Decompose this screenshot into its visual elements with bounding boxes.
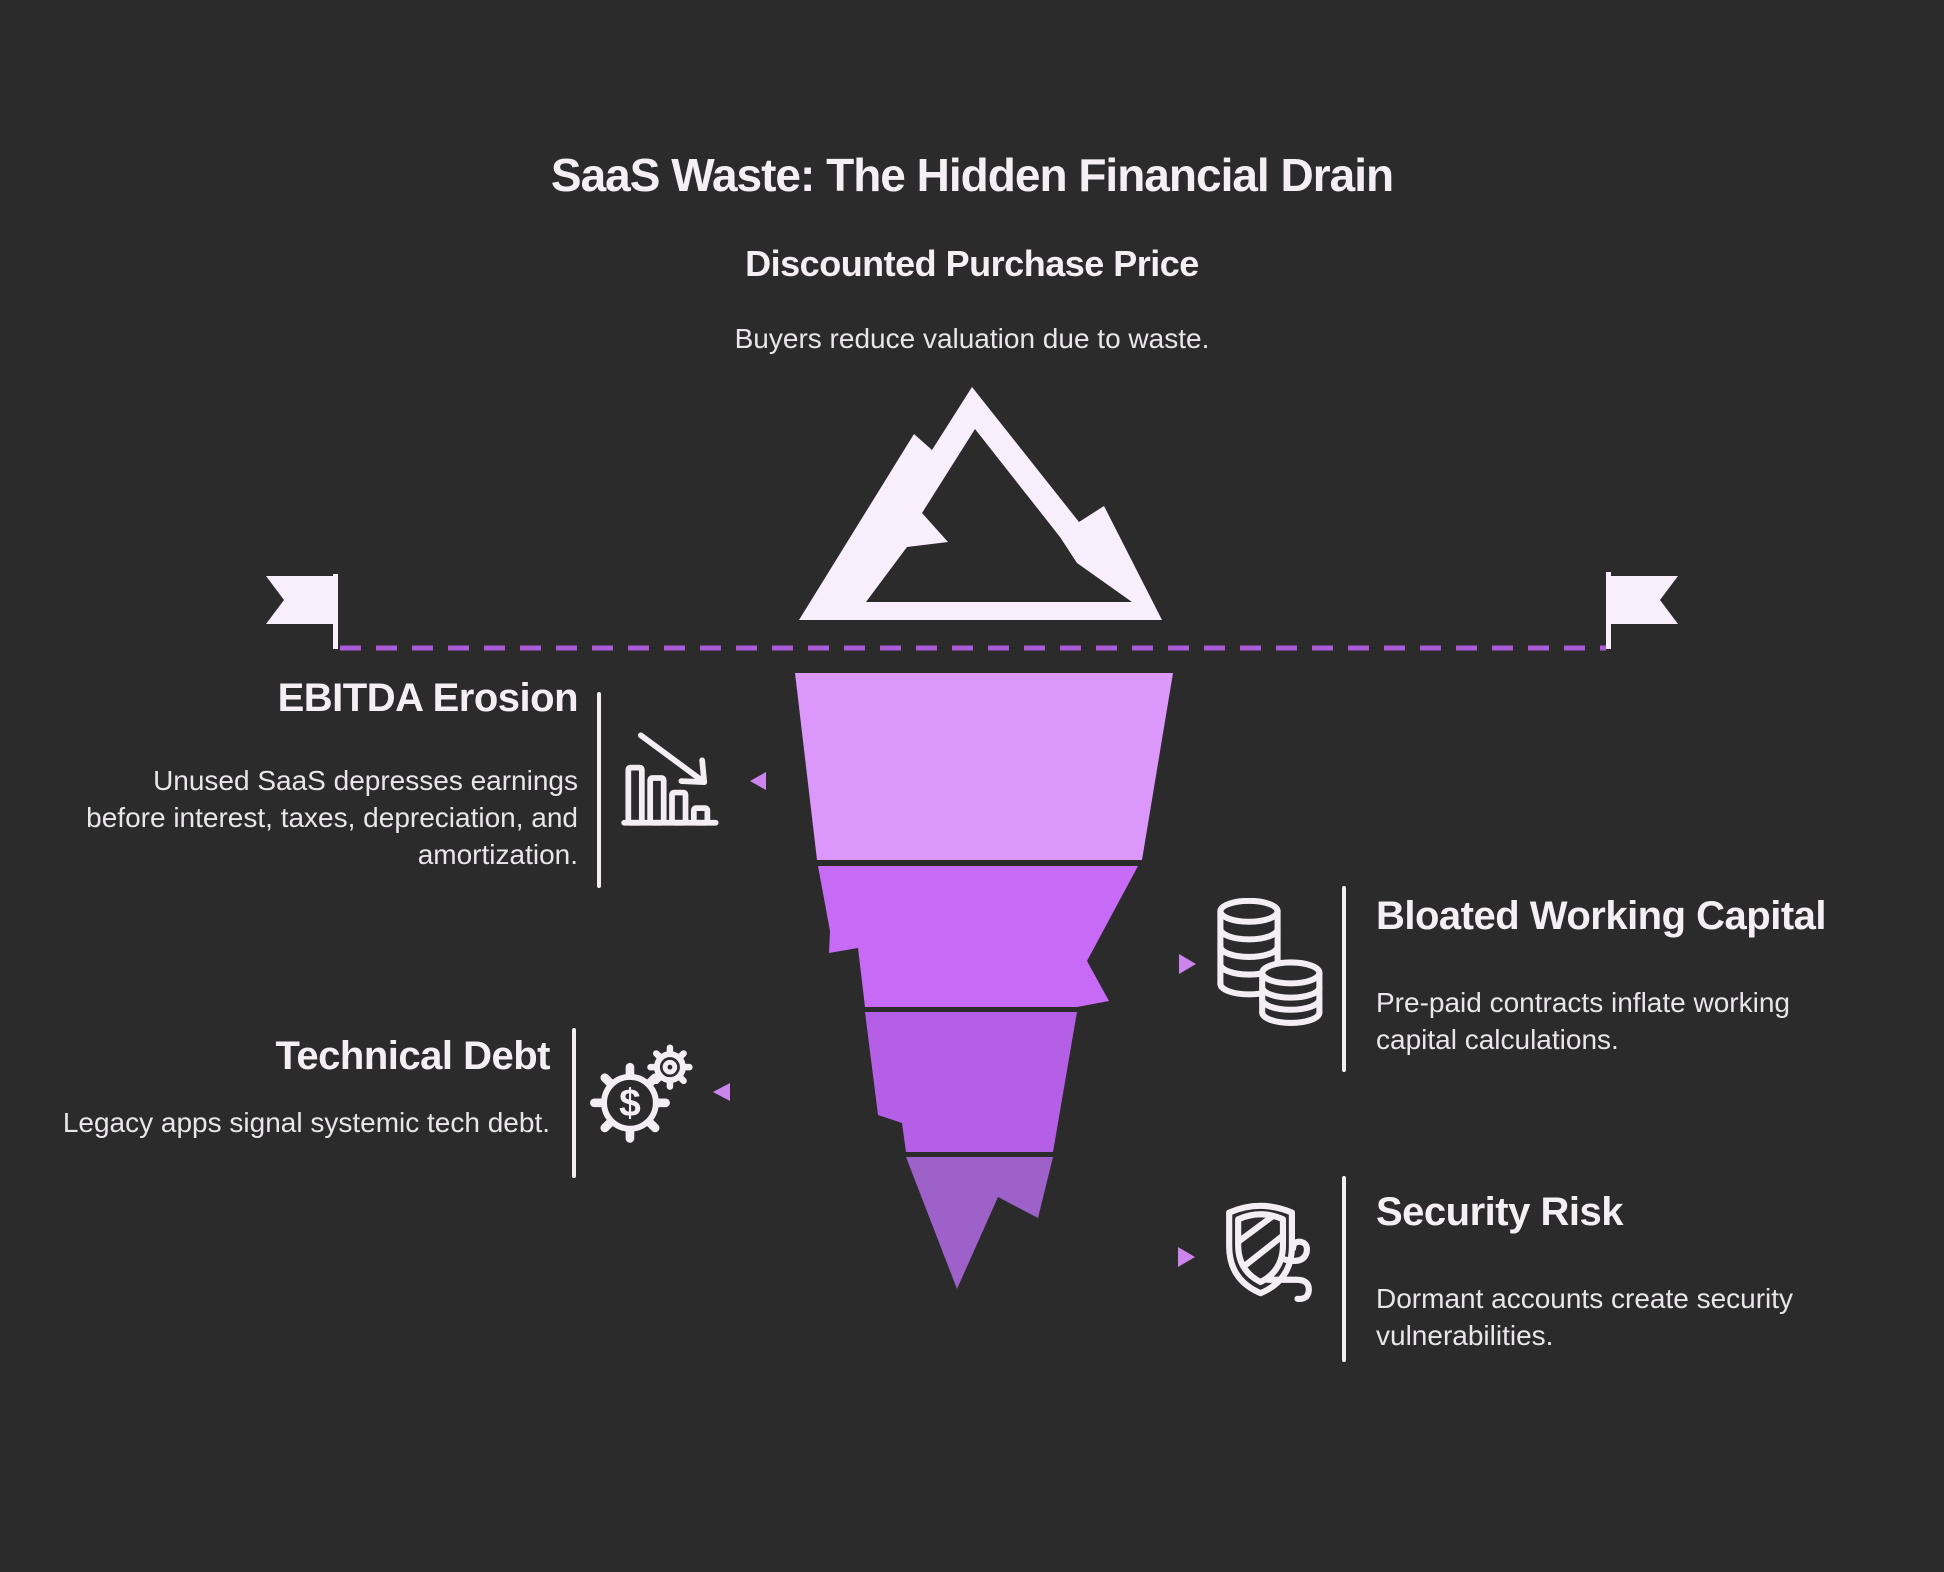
section-working-capital-title: Bloated Working Capital (1376, 894, 1827, 938)
flag-left-icon (266, 574, 338, 649)
pointer-tech-debt-icon (713, 1083, 730, 1101)
page-title: SaaS Waste: The Hidden Financial Drain (550, 149, 1394, 201)
pointer-ebitda-icon (750, 772, 766, 790)
divider-working-capital (1342, 886, 1346, 1072)
iceberg-segment-3 (865, 1012, 1077, 1152)
pointer-working-capital-icon (1179, 954, 1196, 974)
gears-dollar-icon: $ (590, 1044, 693, 1143)
section-ebitda: EBITDA Erosion Unused SaaS depresses ear… (80, 674, 578, 873)
divider-tech-debt (572, 1028, 576, 1178)
section-ebitda-title: EBITDA Erosion (277, 676, 579, 720)
divider-security (1342, 1176, 1346, 1362)
svg-text:$: $ (619, 1082, 641, 1125)
iceberg-segment-4 (906, 1157, 1053, 1289)
section-working-capital: Bloated Working Capital Pre-paid contrac… (1376, 892, 1846, 1058)
section-working-capital-body: Pre-paid contracts inflate working capit… (1376, 987, 1790, 1055)
section-security: Security Risk Dormant accounts create se… (1376, 1188, 1846, 1354)
page-tagline: Buyers reduce valuation due to waste. (734, 323, 1210, 354)
iceberg-segment-2 (818, 866, 1138, 1007)
coin-stacks-icon (1217, 898, 1323, 1026)
section-tech-debt: Technical Debt Legacy apps signal system… (60, 1032, 551, 1141)
declining-bar-chart-icon (621, 732, 719, 826)
divider-ebitda (597, 692, 601, 888)
section-security-body: Dormant accounts create security vulnera… (1376, 1283, 1794, 1351)
section-tech-debt-body: Legacy apps signal systemic tech debt. (62, 1107, 550, 1138)
pointer-security-icon (1178, 1247, 1195, 1267)
shield-wind-icon (1226, 1202, 1312, 1302)
page-subtitle: Discounted Purchase Price (745, 243, 1199, 284)
section-tech-debt-title: Technical Debt (275, 1034, 550, 1078)
iceberg-segment-1 (795, 673, 1173, 860)
mountain-icon (799, 387, 1162, 620)
flag-right-icon (1606, 572, 1678, 649)
section-ebitda-body: Unused SaaS depresses earnings before in… (86, 765, 578, 870)
section-security-title: Security Risk (1376, 1190, 1623, 1234)
